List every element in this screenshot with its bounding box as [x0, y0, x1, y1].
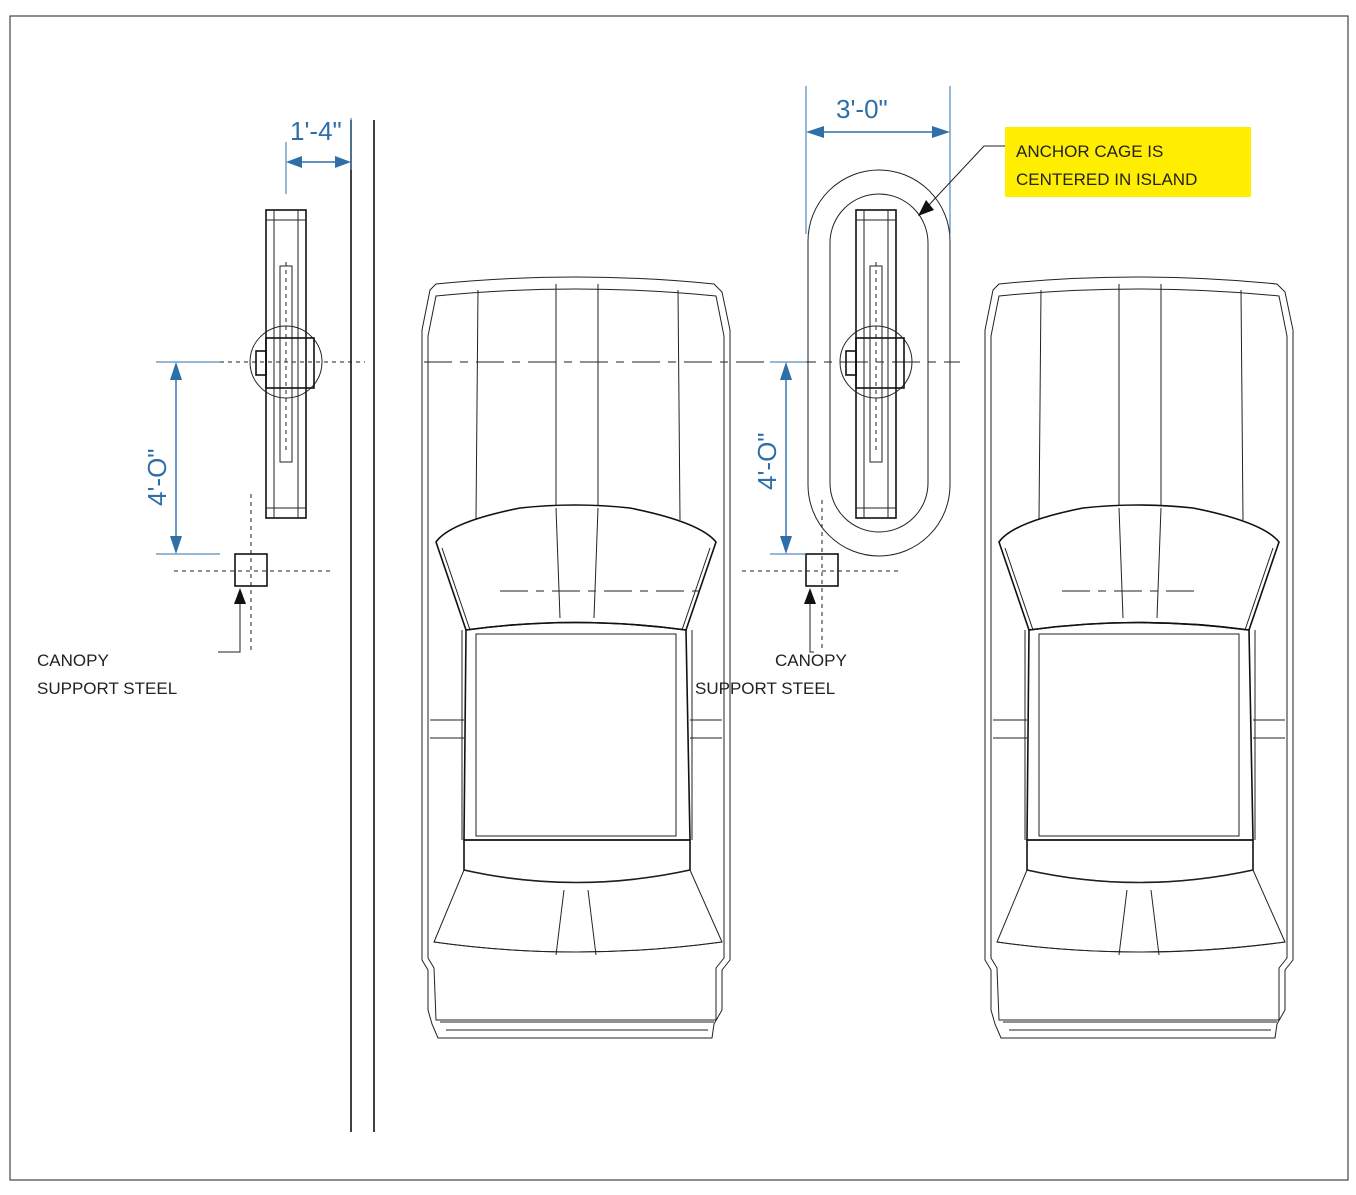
- anchor-cage-note-line2: CENTERED IN ISLAND: [1016, 170, 1197, 189]
- anchor-cage-note-highlight: [1005, 127, 1251, 197]
- anchor-cage-note-line1: ANCHOR CAGE IS: [1016, 142, 1163, 161]
- canopy-label-right-line2: SUPPORT STEEL: [695, 679, 835, 698]
- dispenser-left: [249, 209, 323, 519]
- car-left: [421, 276, 731, 1039]
- island-inner: [829, 193, 929, 533]
- dispenser-island: [839, 209, 913, 519]
- car-right: [984, 276, 1294, 1039]
- canopy-support-right: [805, 553, 839, 587]
- canopy-support-left: [234, 553, 268, 587]
- drawing-border: [9, 15, 1349, 1181]
- canopy-label-left-line1: CANOPY: [37, 651, 109, 670]
- canopy-label-right-line1: CANOPY: [775, 651, 847, 670]
- dim-island-width: 3'-0": [836, 94, 888, 124]
- dim-left-vertical: 4'-O": [142, 448, 172, 506]
- island-outer: [807, 169, 951, 557]
- dim-right-vertical: 4'-O": [752, 432, 782, 490]
- canopy-label-left-line2: SUPPORT STEEL: [37, 679, 177, 698]
- dim-left-offset: 1'-4": [290, 116, 342, 146]
